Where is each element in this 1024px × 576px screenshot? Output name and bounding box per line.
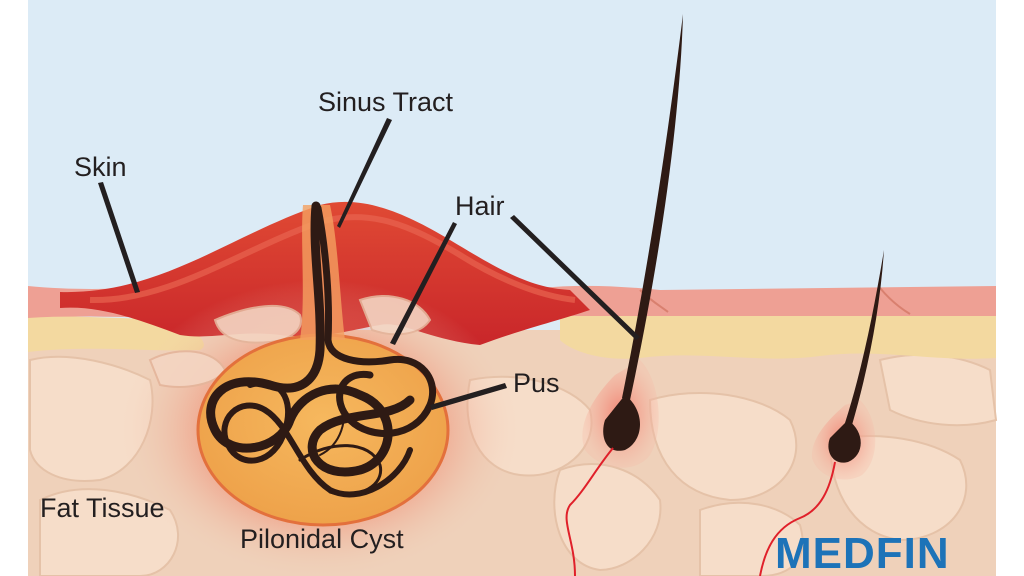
frame-right-strip xyxy=(996,0,1024,576)
leader-lines xyxy=(98,118,640,410)
hair-follicle-2 xyxy=(759,250,884,576)
leader-pus xyxy=(430,383,507,410)
label-skin: Skin xyxy=(74,152,127,182)
logo-text: MEDFIN xyxy=(775,529,950,576)
label-fat-tissue: Fat Tissue xyxy=(40,493,165,523)
label-sinus-tract: Sinus Tract xyxy=(318,87,454,117)
label-pus: Pus xyxy=(513,368,560,398)
hair-follicle-1 xyxy=(565,14,683,576)
medfin-logo: MEDFIN xyxy=(775,529,950,576)
leader-hair-left xyxy=(390,222,457,345)
leader-skin xyxy=(98,182,140,293)
skin-layer-right xyxy=(540,285,996,316)
label-hair: Hair xyxy=(455,191,505,221)
blood-vessel-1 xyxy=(565,447,614,576)
blood-vessel-2 xyxy=(759,461,836,576)
tangled-hair xyxy=(206,201,437,498)
frame-left-strip xyxy=(0,0,28,576)
leader-hair-right xyxy=(510,215,640,340)
leader-sinus-tract xyxy=(337,118,392,228)
label-pilonidal-cyst: Pilonidal Cyst xyxy=(240,524,404,554)
subcutaneous-band xyxy=(560,310,996,359)
